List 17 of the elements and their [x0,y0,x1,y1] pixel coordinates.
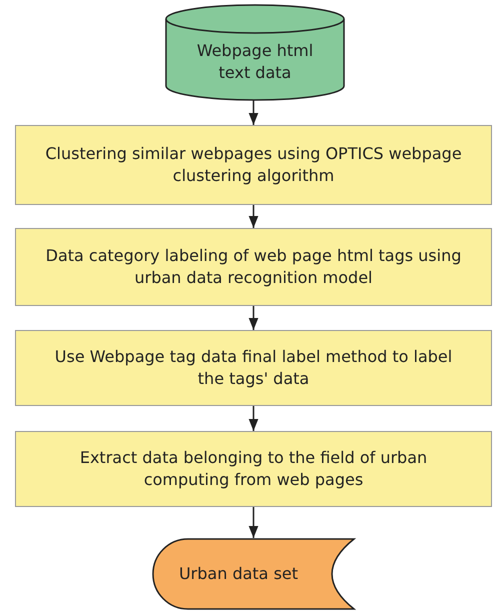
database-cylinder [165,4,345,101]
node-label: Webpage html text data [196,40,314,84]
arrow [248,100,258,125]
arrow [248,406,258,431]
node-label: Urban data set [178,563,298,585]
process-box [15,125,492,205]
process-box [15,228,492,306]
stored-data-shape [152,538,355,610]
node-label: Data category labeling of web page html tags using urban data recognition model [45,245,462,289]
arrow [248,507,258,538]
arrow [248,205,258,228]
node-label: Use Webpage tag data final label method to label the tags' data [54,346,454,390]
process-box [15,431,492,507]
process-box [15,330,492,406]
node-label: Clustering similar webpages using OPTICS webpage clustering algorithm [45,143,462,187]
node-label: Extract data belonging to the field of urban computing from web pages [78,447,428,491]
arrow [248,306,258,330]
